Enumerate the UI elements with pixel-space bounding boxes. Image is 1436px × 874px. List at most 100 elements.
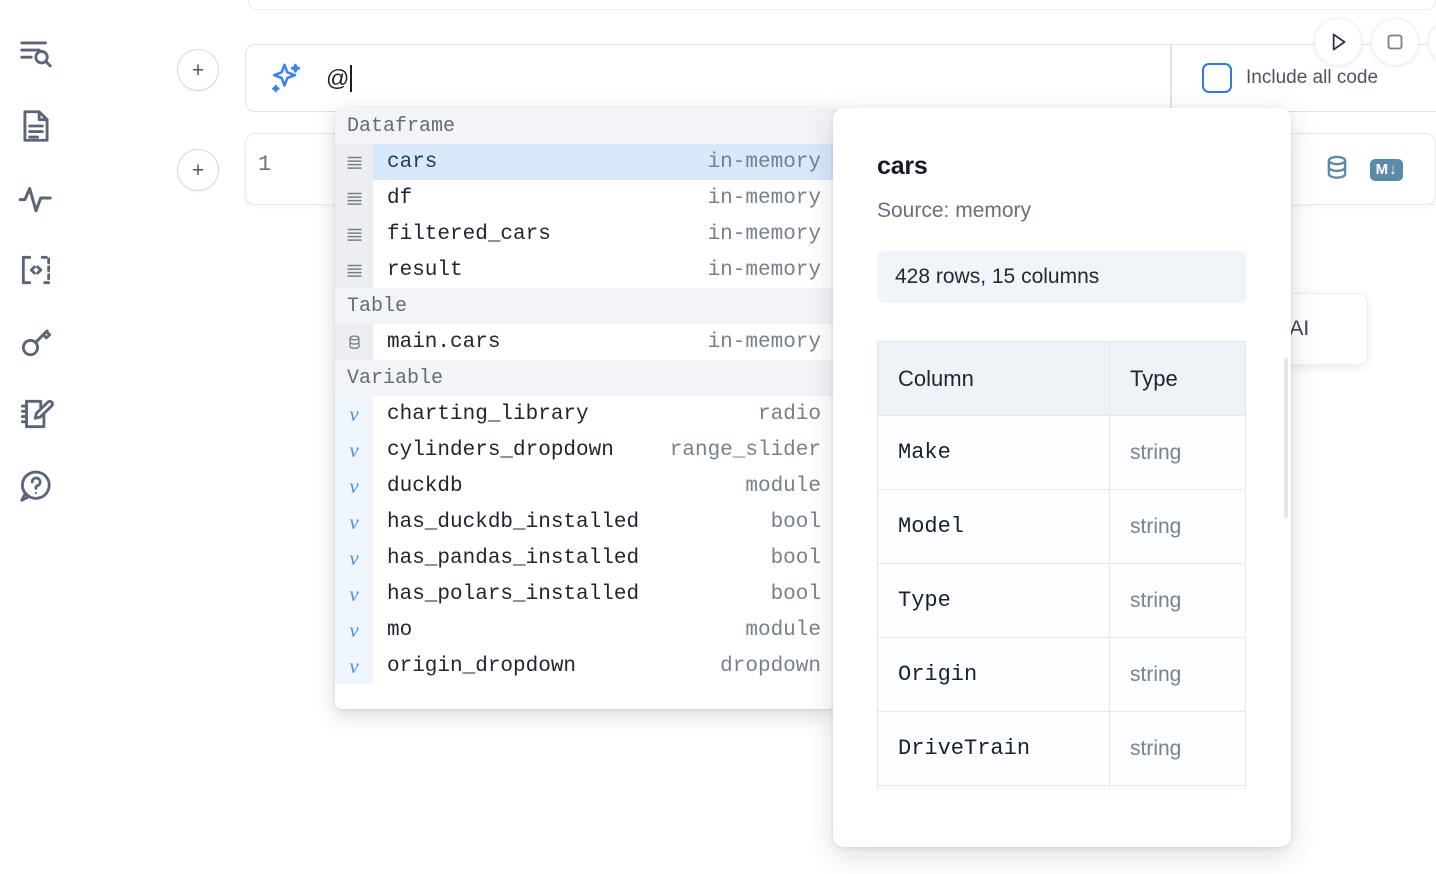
add-cell-below-button[interactable]: + (177, 149, 219, 191)
ai-prompt-input[interactable]: @ (326, 64, 353, 92)
sidebar-rail (0, 0, 72, 874)
autocomplete-item-type: in-memory (707, 330, 821, 354)
autocomplete-item[interactable]: v charting_library radio (335, 396, 835, 432)
add-cell-above-button[interactable]: + (177, 49, 219, 91)
scratchpad-icon[interactable] (9, 378, 63, 450)
autocomplete-item-name: has_polars_installed (387, 582, 640, 606)
autocomplete-item-name: df (387, 186, 413, 210)
variable-icon: v (335, 396, 373, 432)
include-all-code-checkbox[interactable] (1202, 63, 1232, 93)
document-icon[interactable] (9, 90, 63, 162)
notebook-top-chrome (248, 0, 1436, 10)
detail-scrollbar[interactable] (1284, 358, 1288, 518)
explore-icon[interactable] (9, 18, 63, 90)
autocomplete-item-type: in-memory (707, 150, 821, 174)
autocomplete-item-name: charting_library (387, 402, 589, 426)
variable-icon: v (335, 468, 373, 504)
variable-icon: v (335, 432, 373, 468)
snippets-icon[interactable] (9, 234, 63, 306)
autocomplete-item-name: mo (387, 618, 413, 642)
prompt-options-panel: Include all code (1171, 44, 1436, 112)
autocomplete-item-type: radio (757, 402, 821, 426)
secrets-icon[interactable] (9, 306, 63, 378)
autocomplete-item-type: in-memory (707, 186, 821, 210)
detail-column-type: string (1109, 637, 1246, 712)
detail-column-name: Make (877, 415, 1110, 490)
dataframe-icon (335, 252, 373, 288)
autocomplete-item-type: bool (770, 546, 821, 570)
autocomplete-item-type: bool (770, 510, 821, 534)
autocomplete-item-type: module (745, 618, 821, 642)
autocomplete-group-header: Dataframe (335, 108, 835, 144)
autocomplete-item[interactable]: result in-memory (335, 252, 835, 288)
variable-icon: v (335, 540, 373, 576)
detail-title: cars (877, 152, 928, 180)
variable-icon: v (335, 612, 373, 648)
dataframe-icon (335, 144, 373, 180)
ai-prompt-value: @ (326, 64, 350, 91)
autocomplete-group-header: Variable (335, 360, 835, 396)
detail-bottom-fade (833, 789, 1291, 847)
autocomplete-item-name: cars (387, 150, 438, 174)
autocomplete-item-type: in-memory (707, 222, 821, 246)
autocomplete-item-name: cylinders_dropdown (387, 438, 614, 462)
detail-column-name: Type (877, 563, 1110, 638)
autocomplete-item[interactable]: cars in-memory (335, 144, 835, 180)
autocomplete-item-name: main.cars (387, 330, 501, 354)
detail-shape-badge: 428 rows, 15 columns (877, 251, 1247, 303)
database-icon (335, 324, 373, 360)
autocomplete-item-type: in-memory (707, 258, 821, 282)
run-button[interactable] (1314, 18, 1362, 66)
detail-column-name: Origin (877, 637, 1110, 712)
markdown-icon[interactable]: M↓ (1369, 159, 1403, 181)
autocomplete-item-type: dropdown (720, 654, 821, 678)
variable-icon: v (335, 648, 373, 684)
markdown-badge-letter: M (1375, 161, 1389, 178)
dataframe-detail-popover: cars Source: memory 428 rows, 15 columns… (833, 108, 1291, 847)
detail-table-header-cell: Column (877, 341, 1110, 416)
detail-table-header-cell: Type (1109, 341, 1246, 416)
detail-column-type: string (1109, 489, 1246, 564)
autocomplete-item[interactable]: v has_duckdb_installed bool (335, 504, 835, 540)
sparkles-icon (268, 60, 304, 96)
markdown-badge-arrow: ↓ (1389, 161, 1397, 178)
autocomplete-item-name: duckdb (387, 474, 463, 498)
variable-icon: v (335, 576, 373, 612)
variable-icon: v (335, 504, 373, 540)
autocomplete-item-type: module (745, 474, 821, 498)
autocomplete-item[interactable]: main.cars in-memory (335, 324, 835, 360)
autocomplete-item-name: has_pandas_installed (387, 546, 640, 570)
autocomplete-item[interactable]: df in-memory (335, 180, 835, 216)
autocomplete-item-name: result (387, 258, 463, 282)
activity-icon[interactable] (9, 162, 63, 234)
ai-prompt-bar[interactable]: @ (245, 44, 1171, 112)
cell-language-toggles: M↓ (1322, 134, 1417, 206)
help-icon[interactable] (9, 450, 63, 522)
database-icon[interactable] (1322, 153, 1352, 188)
detail-column-type: string (1109, 415, 1246, 490)
text-caret (350, 64, 353, 92)
stop-button[interactable] (1371, 18, 1419, 66)
dataframe-icon (335, 216, 373, 252)
autocomplete-group-header: Table (335, 288, 835, 324)
autocomplete-item[interactable]: v has_pandas_installed bool (335, 540, 835, 576)
autocomplete-item-name: has_duckdb_installed (387, 510, 640, 534)
detail-column-name: Model (877, 489, 1110, 564)
